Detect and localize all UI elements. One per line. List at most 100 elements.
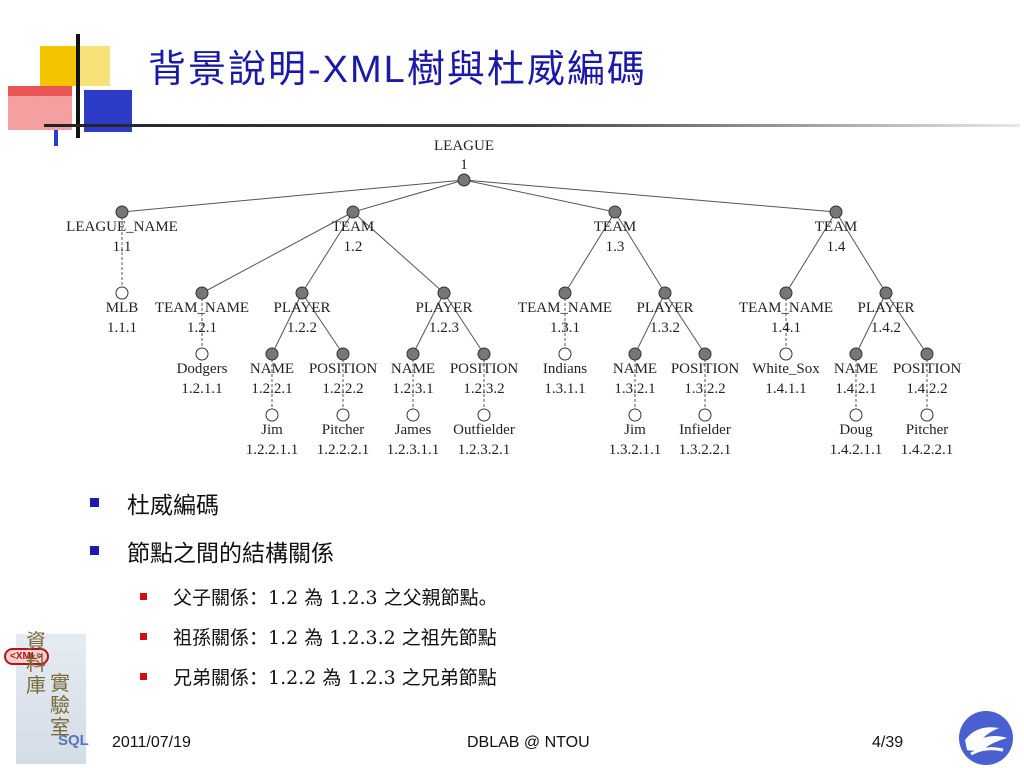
tree-node-label: White_Sox [752,361,820,377]
tree-node-label: MLB [106,300,139,316]
tree-node-code: 1.3.2.2 [684,381,725,397]
tree-edge [785,211,837,294]
tree-node-label: TEAM_NAME [739,300,833,316]
bullet-dewey-encoding: 杜威編碼 [127,493,219,519]
tree-node-label: LEAGUE_NAME [66,219,178,235]
tree-node-code: 1.2.3.1.1 [387,442,440,458]
tree-node-label: PLAYER [858,300,915,316]
tree-node-code: 1.3.2.1.1 [609,442,662,458]
tree-node-code: 1.2.2 [287,320,317,336]
xml-tree-diagram: LEAGUE1LEAGUE_NAME1.1TEAM1.2TEAM1.3TEAM1… [66,138,962,458]
tree-node-code: 1.2.2.1.1 [246,442,299,458]
tree-node-code: 1.4 [827,239,846,255]
tree-node-code: 1.2 [344,239,363,255]
tree-node-label: Pitcher [322,422,365,438]
tree-node-label: TEAM_NAME [155,300,249,316]
footer-date: 2011/07/19 [112,734,191,751]
tree-node-code: 1.2.3.2.1 [458,442,511,458]
bullet-marker [90,546,99,555]
tree-node-code: 1.4.2.1.1 [830,442,883,458]
tree-edge [412,292,445,355]
university-emblem-icon [959,711,1013,765]
tree-node-label: POSITION [671,361,740,377]
tree-edge [463,179,616,213]
tree-node-code: 1.2.3 [429,320,459,336]
tree-node-label: Jim [624,422,646,438]
tree-node [779,286,793,300]
tree-edge [634,292,666,355]
sub-bullet-parent-child: 父子關係：1.2 為 1.2.3 之父親節點。 [173,587,498,609]
tree-node [295,286,309,300]
tree-node-label: Indians [543,361,587,377]
tree-node-code: 1.2.1.1 [181,381,222,397]
bullet-marker [90,498,99,507]
tree-edge [201,211,354,294]
title-cjk-prefix: 背景說明 [148,47,309,91]
tree-node [920,408,934,422]
logo-sql: SQL [58,732,89,749]
sub-bullet-ancestor: 祖孫關係：1.2 為 1.2.3.2 之祖先節點 [173,627,497,649]
tree-node-label: PLAYER [416,300,473,316]
title-cjk-suffix: 樹與杜威編碼 [406,47,647,91]
tree-node-code: 1.1 [113,239,132,255]
tree-edge [352,211,445,294]
tree-edge [855,292,887,355]
tree-node [115,205,129,219]
sub-bullet-marker [140,593,147,600]
tree-node [265,347,279,361]
deco-red-strip [8,86,72,96]
tree-edge [614,211,666,294]
footer-center: DBLAB @ NTOU [467,734,590,751]
tree-node-code: 1.3.1.1 [544,381,585,397]
tree-node [195,286,209,300]
tree-edge [301,292,344,355]
tree-node-label: Jim [261,422,283,438]
tree-node [608,205,622,219]
tree-edge [664,292,706,355]
tree-node [698,347,712,361]
tree-node-code: 1.3 [606,239,625,255]
tree-node-label: James [395,422,432,438]
tree-node [879,286,893,300]
tree-edge [835,211,887,294]
tree-node [477,347,491,361]
tree-node [437,286,451,300]
tree-node-label: NAME [391,361,435,377]
tree-node [920,347,934,361]
tree-node-label: Outfielder [453,422,515,438]
tree-node [457,173,471,187]
tree-node-code: 1.4.2.2 [906,381,947,397]
lab-logo: <XML> 資料庫 實驗室 SQL [2,628,102,768]
tree-edge [443,292,485,355]
tree-node-label: LEAGUE [434,138,494,154]
tree-node-label: PLAYER [274,300,331,316]
tree-node [195,347,209,361]
tree-node-label: TEAM [332,219,375,235]
tree-node-code: 1.1.1 [107,320,137,336]
tree-node-code: 1.4.1 [771,320,801,336]
tree-node [628,408,642,422]
tree-node [849,408,863,422]
bullet-structure-relations: 節點之間的結構關係 [127,541,334,567]
tree-node [336,408,350,422]
sub-bullet-marker [140,633,147,640]
tree-node-label: NAME [613,361,657,377]
corner-decoration [8,34,132,146]
sub-bullet-sibling: 兄弟關係：1.2.2 為 1.2.3 之兄弟節點 [173,667,497,689]
tree-edge [885,292,928,355]
tree-node [558,286,572,300]
tree-node-label: Dodgers [177,361,228,377]
tree-node-label: TEAM [815,219,858,235]
tree-node [336,347,350,361]
tree-node-label: POSITION [893,361,962,377]
sub-bullet-marker [140,673,147,680]
tree-node-label: TEAM_NAME [518,300,612,316]
tree-node [849,347,863,361]
tree-node-label: NAME [834,361,878,377]
tree-node [406,408,420,422]
deco-vertical-bar [76,34,80,138]
tree-node [658,286,672,300]
tree-node-code: 1.3.2.2.1 [679,442,732,458]
tree-node [406,347,420,361]
